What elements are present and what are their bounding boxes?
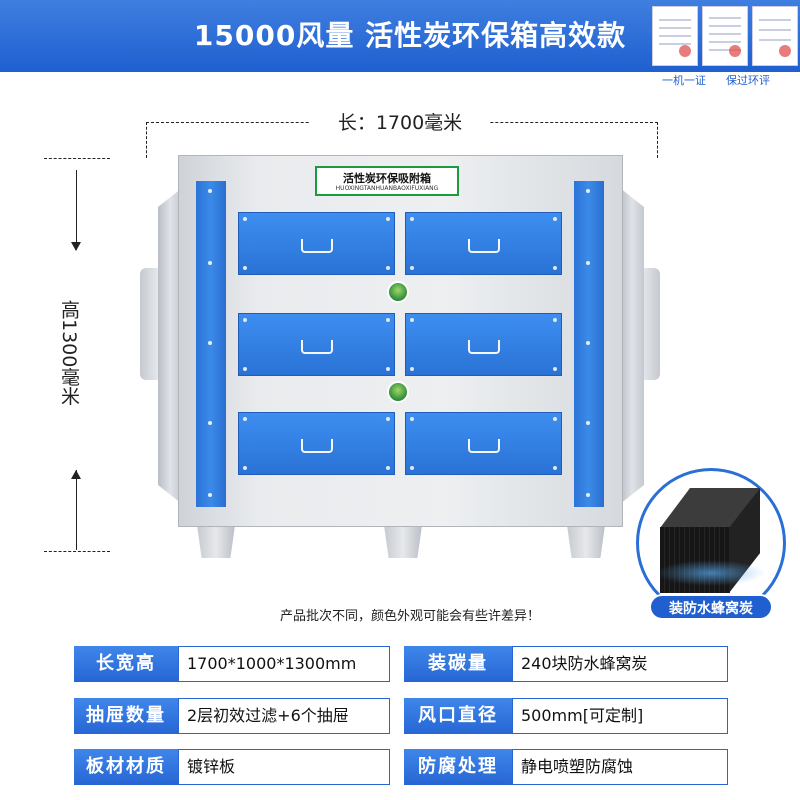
- height-dimension-line-bottom: [76, 470, 77, 550]
- spec-value: 1700*1000*1300mm: [178, 646, 390, 682]
- spec-value: 240块防水蜂窝炭: [512, 646, 728, 682]
- height-dimension-tick-top: [44, 158, 110, 159]
- drawer: [405, 212, 562, 275]
- right-transition-hood: [620, 188, 644, 504]
- spec-key: 装碳量: [404, 646, 512, 682]
- length-label: 长：1700毫米: [310, 108, 490, 135]
- spec-value: 静电喷塑防腐蚀: [512, 749, 728, 785]
- spec-key: 板材材质: [74, 749, 178, 785]
- spec-key: 抽屉数量: [74, 698, 178, 734]
- nameplate: 活性炭环保吸附箱 HUOXINGTANHUANBAOXIFUXIANG: [315, 166, 459, 196]
- certificate-label-1: 一机一证: [662, 74, 706, 87]
- drawer: [238, 412, 395, 475]
- certificate-image-1: [652, 6, 698, 66]
- eco-emblem-icon: [387, 381, 409, 403]
- nameplate-pinyin: HUOXINGTANHUANBAOXIFUXIANG: [335, 185, 439, 192]
- drawer: [238, 313, 395, 376]
- spec-key: 长宽高: [74, 646, 178, 682]
- drawer-handle-icon: [468, 439, 500, 453]
- drawer-handle-icon: [468, 239, 500, 253]
- water-splash: [656, 560, 766, 586]
- certificate-label-2: 保过环评: [726, 74, 770, 87]
- drawer: [238, 212, 395, 275]
- side-panel-right: [574, 181, 604, 507]
- eco-emblem-icon: [387, 281, 409, 303]
- carbon-badge: 装防水蜂窝炭: [649, 594, 773, 620]
- drawer-handle-icon: [468, 340, 500, 354]
- length-dimension-tick-right: [657, 122, 658, 158]
- spec-value: 镀锌板: [178, 749, 390, 785]
- height-dimension-tick-bottom: [44, 551, 110, 552]
- spec-key: 风口直径: [404, 698, 512, 734]
- height-label: 高1300毫米: [56, 296, 83, 410]
- certificate-image-2: [702, 6, 748, 66]
- arrow-down-icon: [71, 242, 81, 251]
- length-dimension-tick-left: [146, 122, 147, 158]
- header-banner: 15000风量 活性炭环保箱高效款: [0, 0, 800, 72]
- drawer-handle-icon: [301, 340, 333, 354]
- spec-key: 防腐处理: [404, 749, 512, 785]
- drawer: [405, 313, 562, 376]
- arrow-up-icon: [71, 470, 81, 479]
- page-title: 15000风量 活性炭环保箱高效款: [193, 19, 627, 52]
- drawer-handle-icon: [301, 239, 333, 253]
- drawer: [405, 412, 562, 475]
- certificate-image-3: [752, 6, 798, 66]
- spec-value: 2层初效过滤+6个抽屉: [178, 698, 390, 734]
- drawer-handle-icon: [301, 439, 333, 453]
- disclaimer-text: 产品批次不同，颜色外观可能会有些许差异！: [279, 609, 540, 624]
- nameplate-text: 活性炭环保吸附箱: [343, 172, 431, 185]
- spec-value: 500mm[可定制]: [512, 698, 728, 734]
- height-dimension-line-top: [76, 170, 77, 250]
- side-panel-left: [196, 181, 226, 507]
